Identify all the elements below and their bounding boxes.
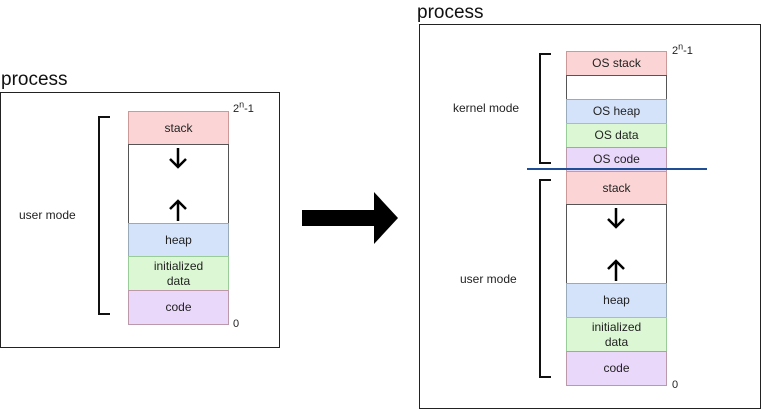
right-user-mode-label: user mode (460, 272, 517, 286)
left-code-segment: code (128, 290, 229, 325)
left-process-frame (0, 92, 280, 348)
transition-arrow-icon (302, 192, 398, 244)
left-bottom-address-label: 0 (233, 318, 240, 330)
right-initialized-data-segment: initialized data (566, 317, 667, 352)
right-code-label: code (603, 361, 630, 375)
right-os-data-label: OS data (594, 128, 639, 142)
right-user-mode-bracket (539, 179, 551, 378)
left-heap-label: heap (165, 232, 192, 247)
right-os-stack-label: OS stack (592, 56, 641, 70)
right-heap-up-arrow-icon (607, 259, 625, 281)
right-process-title: process (417, 2, 484, 23)
left-stack-label: stack (164, 120, 193, 135)
right-bottom-address-label: 0 (672, 379, 679, 391)
kernel-user-divider-line (527, 168, 707, 170)
right-kernel-free-space (566, 75, 667, 100)
right-stack-label: stack (602, 180, 631, 195)
left-initialized-data-label: initialized data (153, 258, 204, 288)
right-stack-down-arrow-icon (607, 208, 625, 229)
right-os-heap-segment: OS heap (566, 99, 667, 124)
right-top-address-label: 2n-1 (672, 41, 693, 57)
left-top-address-label: 2n-1 (233, 99, 254, 115)
left-user-mode-label: user mode (19, 208, 76, 222)
left-stack-down-arrow-icon (169, 148, 187, 169)
left-code-label: code (165, 300, 192, 314)
right-process-frame (419, 24, 761, 409)
right-os-code-label: OS code (593, 152, 640, 166)
right-code-segment: code (566, 351, 667, 386)
left-process-title: process (1, 69, 68, 90)
right-stack-segment: stack (566, 171, 667, 205)
right-heap-label: heap (603, 293, 630, 307)
right-kernel-mode-label: kernel mode (453, 101, 520, 115)
left-user-mode-bracket (98, 116, 110, 315)
right-initialized-data-label: initialized data (591, 319, 642, 349)
left-stack-segment: stack (128, 111, 229, 145)
right-os-heap-label: OS heap (592, 104, 641, 118)
left-initialized-data-segment: initialized data (128, 256, 229, 291)
left-heap-segment: heap (128, 223, 229, 257)
right-kernel-mode-bracket (539, 53, 551, 164)
right-os-stack-segment: OS stack (566, 51, 667, 76)
right-os-data-segment: OS data (566, 123, 667, 148)
right-heap-segment: heap (566, 283, 667, 318)
left-heap-up-arrow-icon (169, 199, 187, 221)
